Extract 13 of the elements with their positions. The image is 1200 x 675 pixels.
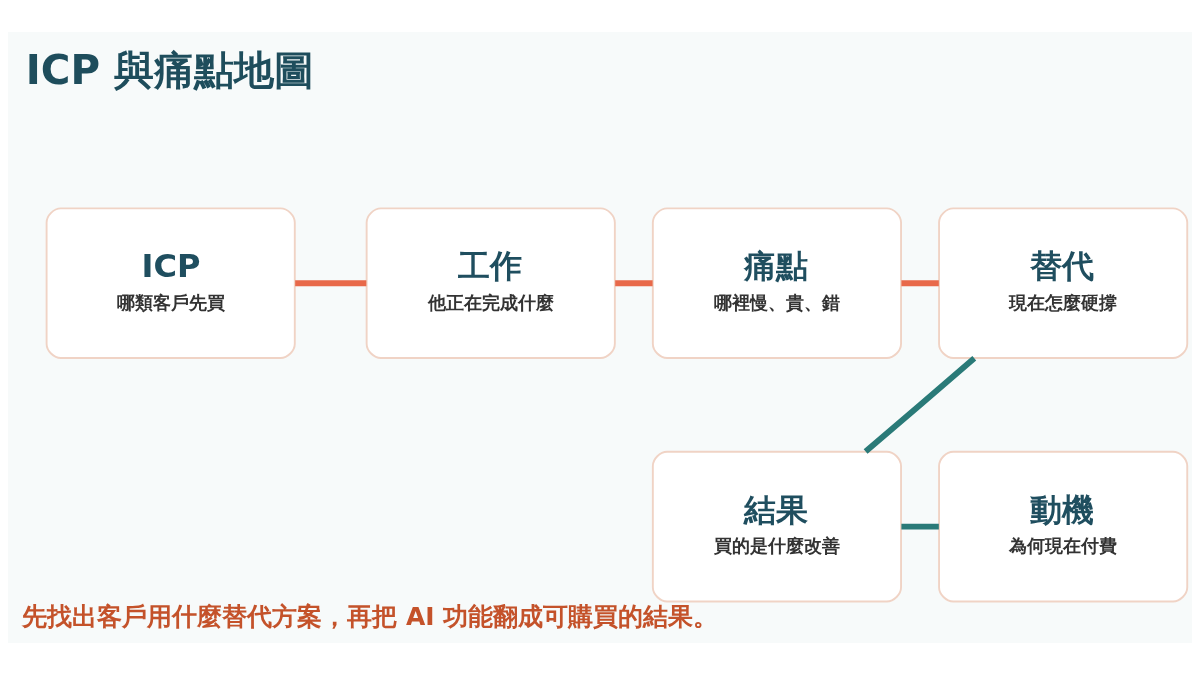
connector <box>901 280 939 287</box>
node-box: 替代 現在怎麼硬撐 <box>938 207 1189 359</box>
node-box: 工作 他正在完成什麼 <box>365 207 616 359</box>
node-box: 動機 為何現在付費 <box>938 450 1189 603</box>
diagram-title: ICP 與痛點地圖 <box>25 47 315 95</box>
connector <box>863 356 977 454</box>
connector <box>295 280 367 287</box>
connector <box>901 523 939 530</box>
caption: 先找出客戶用什麼替代方案，再把 AI 功能翻成可購買的結果。 <box>22 601 719 631</box>
connector <box>615 280 653 287</box>
node-box: 結果 買的是什麼改善 <box>651 450 902 603</box>
node-box: ICP 哪類客戶先買 <box>45 207 296 359</box>
node-box: 痛點 哪裡慢、貴、錯 <box>651 207 902 359</box>
